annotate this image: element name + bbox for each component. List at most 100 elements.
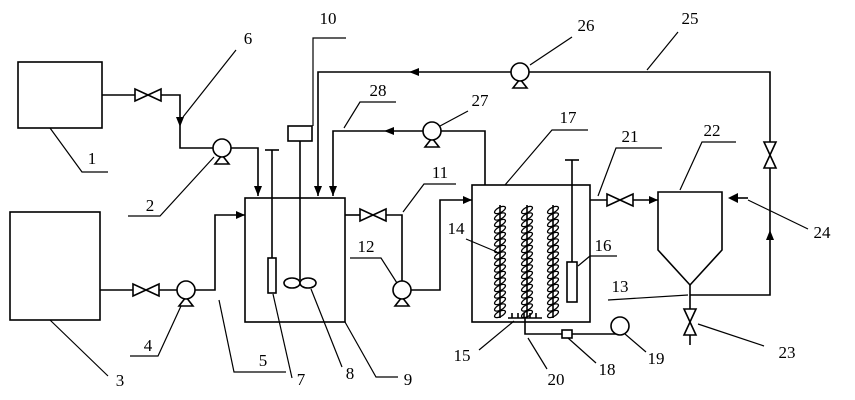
- arrow-left-icon: [384, 127, 394, 135]
- arrow-right-icon: [236, 211, 245, 219]
- coil-loop: [546, 225, 560, 234]
- stirrer-motor-10: [287, 125, 313, 280]
- coil-loop: [493, 257, 507, 267]
- coil-loop: [520, 225, 534, 234]
- label-21: 21: [622, 127, 639, 146]
- arrow-down-icon: [329, 186, 337, 196]
- probe-7: [265, 149, 279, 294]
- label-5: 5: [259, 351, 268, 370]
- coil-loop: [520, 218, 534, 228]
- label-17: 17: [560, 108, 578, 127]
- arrow-left-icon: [728, 193, 738, 203]
- coil-loop: [493, 231, 507, 241]
- label-4: 4: [144, 336, 153, 355]
- transfer-line-11: [345, 196, 472, 291]
- coil-loop: [493, 212, 507, 221]
- coil-column: [493, 205, 507, 319]
- arrow-down-icon: [254, 186, 262, 196]
- coil-loop: [546, 218, 560, 228]
- coil-loop: [546, 231, 560, 241]
- label-1: 1: [88, 149, 97, 168]
- label-24: 24: [814, 223, 832, 242]
- label-9: 9: [404, 370, 413, 389]
- label-11: 11: [432, 163, 448, 182]
- overflow-outlet-24: [728, 193, 748, 203]
- coil-loop: [520, 244, 534, 254]
- impeller-8: [283, 277, 317, 289]
- coil-loop: [520, 231, 534, 241]
- valve-line-6: [134, 87, 162, 103]
- coil-loop: [493, 205, 507, 215]
- coil-loop: [546, 257, 560, 267]
- coil-loop: [520, 296, 534, 306]
- blower-19: [610, 316, 630, 336]
- coil-loop: [493, 238, 507, 247]
- label-22: 22: [704, 121, 721, 140]
- coil-loop: [520, 270, 534, 280]
- label-10: 10: [320, 9, 337, 28]
- storage-tank-1: [17, 61, 103, 129]
- valve-23: [682, 308, 698, 336]
- reactor-vessel-9: [244, 197, 346, 323]
- pump-26: [510, 62, 530, 89]
- feed-line-5: [100, 211, 245, 291]
- flowmeter-18: [561, 329, 573, 339]
- settling-tank-22: [657, 191, 723, 287]
- coil-loop: [546, 212, 560, 221]
- arrow-down-icon: [314, 186, 322, 196]
- coil-loop: [546, 303, 560, 312]
- feed-line-6: [102, 94, 262, 196]
- recycle-line-25: [314, 68, 771, 196]
- label-7: 7: [297, 370, 306, 389]
- coil-loop: [520, 257, 534, 267]
- label-23: 23: [779, 343, 796, 362]
- valve-line-5: [132, 282, 160, 298]
- coil-loop: [520, 309, 534, 319]
- aerator-15: [508, 313, 542, 319]
- coil-column: [520, 205, 534, 319]
- air-pipe-20: [524, 318, 616, 335]
- coil-loop: [520, 264, 534, 273]
- coil-loop: [546, 283, 560, 293]
- label-27: 27: [472, 91, 490, 110]
- label-26: 26: [578, 16, 595, 35]
- label-12: 12: [358, 237, 375, 256]
- pump-27: [422, 121, 442, 148]
- coil-loop: [546, 290, 560, 299]
- coil-loop: [546, 309, 560, 319]
- coil-loop: [546, 296, 560, 306]
- pump-4: [176, 280, 196, 307]
- label-13: 13: [612, 277, 629, 296]
- coil-loop: [493, 277, 507, 286]
- storage-tank-3: [9, 211, 101, 321]
- label-18: 18: [599, 360, 616, 379]
- valve-11: [359, 207, 387, 223]
- coil-loop: [520, 238, 534, 247]
- coil-loop: [546, 264, 560, 273]
- coil-loop: [546, 244, 560, 254]
- return-line-28: [329, 127, 486, 196]
- coil-column: [546, 205, 560, 319]
- label-8: 8: [346, 364, 355, 383]
- arrow-left-icon: [409, 68, 419, 76]
- coil-loop: [493, 290, 507, 299]
- valve-recycle-25: [762, 141, 778, 169]
- label-14: 14: [448, 219, 466, 238]
- coil-loop: [546, 277, 560, 286]
- coil-loop: [493, 303, 507, 312]
- pump-12: [392, 280, 412, 307]
- coil-loop: [520, 205, 534, 215]
- coil-loop: [520, 251, 534, 260]
- coil-loop: [520, 303, 534, 312]
- label-16: 16: [595, 236, 612, 255]
- coil-loop: [493, 225, 507, 234]
- label-28: 28: [370, 81, 387, 100]
- label-2: 2: [146, 196, 155, 215]
- coil-loop: [546, 205, 560, 215]
- outlet-line-21: [590, 196, 658, 204]
- coil-loop: [493, 296, 507, 306]
- coil-loop: [520, 290, 534, 299]
- arrow-down-icon: [176, 117, 184, 127]
- valve-21: [606, 192, 634, 208]
